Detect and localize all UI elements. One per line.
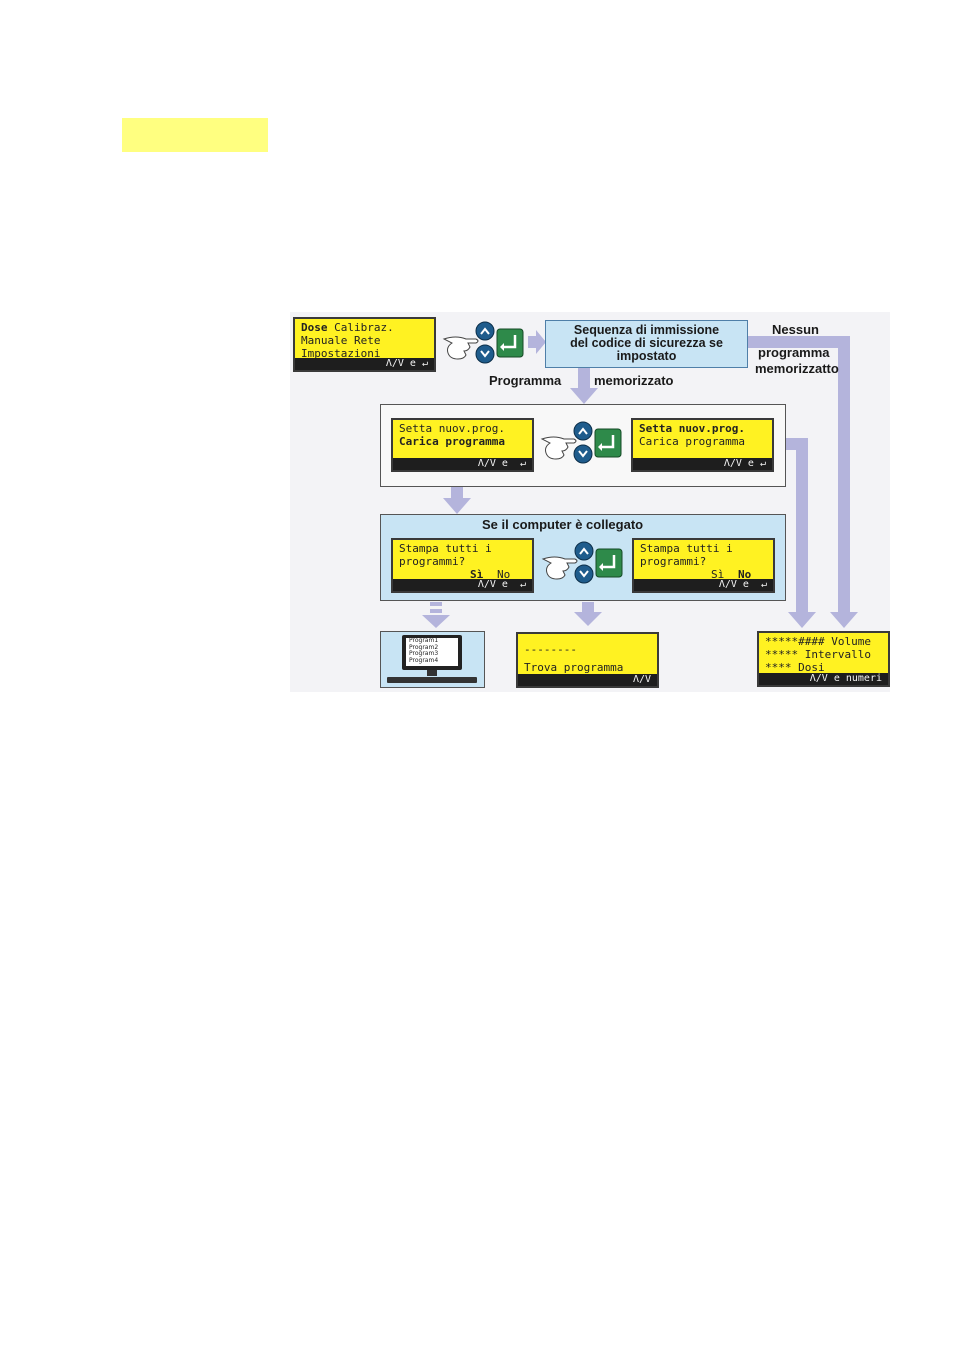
lcd-print-b-line2: programmi? (640, 555, 707, 568)
monitor-program-4: Program4 (409, 656, 439, 664)
arrow-dash-2 (430, 609, 442, 613)
lcd-main-bar: Λ/V e ↵ (295, 358, 434, 370)
monitor-program-3: Program3 (409, 650, 439, 657)
monitor-program-1: Program1 (409, 637, 439, 644)
lcd-print-a-no: No (497, 568, 511, 581)
lcd-volume-line1: *****#### Volume (765, 635, 871, 648)
no-program-label-3: memorizzatto (755, 361, 839, 376)
lcd-new-prog-a-bar: Λ/V e ↵ (393, 458, 532, 470)
lcd-new-prog-b: Setta nuov.prog. Carica programma Λ/V e … (631, 418, 774, 472)
down-arrow-icon (574, 564, 594, 584)
program-stored-left: Programma (489, 373, 562, 388)
down-arrow-icon (475, 344, 495, 364)
lcd-print-a-bar: Λ/V e ↵ (393, 579, 532, 591)
lcd-new-prog-a: Setta nuov.prog. Carica programma Λ/V e … (391, 418, 534, 472)
arrow-computer-to-monitor (422, 615, 450, 628)
lcd-print-b-bar: Λ/V e ↵ (634, 579, 773, 591)
arrow-panel-to-computer (443, 486, 471, 514)
lcd-find-bar: Λ/V (518, 674, 657, 686)
enter-key-icon (496, 328, 524, 358)
lcd-volume-bar: Λ/V e numeri (759, 673, 888, 685)
no-program-label-2: programma (758, 345, 830, 360)
lcd-main-bold: Dose (301, 321, 328, 334)
computer-section-title: Se il computer è collegato (482, 517, 644, 532)
keypad-3 (541, 541, 623, 584)
lcd-print-a: Stampa tutti i programmi? Sì No Λ/V e ↵ (391, 538, 534, 593)
arrow-dash-1 (430, 602, 442, 606)
down-arrow-icon (573, 444, 593, 464)
arrow-to-security (528, 330, 546, 354)
lcd-find-line2: Trova programma (524, 661, 624, 674)
lcd-new-prog-b-line2: Carica programma (639, 435, 745, 448)
keypad-2 (540, 421, 622, 464)
arrow-computer-to-find (574, 602, 602, 626)
lcd-print-b-no: No (738, 568, 752, 581)
lcd-volume: *****#### Volume ***** Intervallo **** D… (757, 631, 890, 687)
lcd-new-prog-a-line2: Carica programma (399, 435, 505, 448)
program-stored-right: memorizzato (594, 373, 674, 388)
monitor-icon: Program1 Program2 Program3 Program4 (402, 635, 462, 670)
lcd-print-a-line1: Stampa tutti i (399, 542, 492, 555)
up-arrow-icon (475, 321, 495, 341)
pointing-hand-icon (541, 556, 578, 580)
lcd-main-line1: Calibraz. (327, 321, 394, 334)
lcd-volume-line2: ***** Intervallo (765, 648, 871, 661)
flow-arrows (422, 330, 858, 628)
pointing-hand-icon (442, 336, 479, 360)
lcd-find-line1: -------- (524, 643, 577, 656)
up-arrow-icon (574, 541, 594, 561)
lcd-print-b-yes: Sì (711, 568, 725, 581)
lcd-main-menu: Dose Calibraz. Manuale Rete Impostazioni… (293, 317, 436, 372)
up-arrow-icon (573, 421, 593, 441)
enter-key-icon (595, 548, 623, 578)
lcd-print-a-line2: programmi? (399, 555, 466, 568)
keypad-1 (442, 321, 524, 364)
lcd-print-b-line1: Stampa tutti i (640, 542, 733, 555)
lcd-print-b: Stampa tutti i programmi? Sì No Λ/V e ↵ (632, 538, 775, 593)
arrow-no-program (748, 336, 858, 628)
lcd-new-prog-a-line1: Setta nuov.prog. (399, 422, 505, 435)
arrow-new-prog-to-volume (774, 438, 816, 628)
security-code-box: Sequenza di immissione del codice di sic… (545, 320, 748, 368)
enter-key-icon (594, 428, 622, 458)
lcd-new-prog-b-bar: Λ/V e ↵ (633, 458, 772, 470)
highlight-block (122, 118, 268, 152)
lcd-find-program: -------- Trova programma Λ/V (516, 632, 659, 688)
lcd-new-prog-b-line1: Setta nuov.prog. (639, 422, 745, 435)
arrow-security-to-panel (570, 368, 598, 404)
security-line3: impostato (616, 349, 677, 363)
monitor-stand (427, 670, 437, 676)
lcd-print-a-yes: Sì (470, 568, 484, 581)
lcd-main-line3: Impostazioni (301, 347, 381, 360)
security-line1: Sequenza di immissione (573, 323, 720, 337)
lcd-volume-line3: **** Dosi (765, 661, 825, 674)
computer-monitor-box: Program1 Program2 Program3 Program4 (380, 631, 485, 688)
pointing-hand-icon (540, 436, 577, 460)
security-line2: del codice di sicurezza se (570, 336, 723, 350)
monitor-program-2: Program2 (409, 643, 439, 651)
no-program-label-1: Nessun (772, 322, 819, 337)
lcd-main-line2: Manuale Rete (301, 334, 381, 347)
keyboard-icon (387, 677, 477, 683)
